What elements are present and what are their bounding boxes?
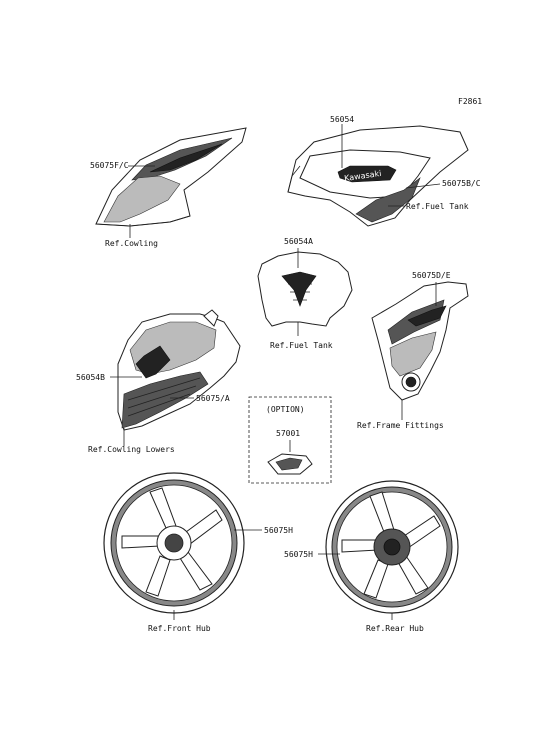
tool-57001	[267, 453, 313, 475]
label-ref-frame-fittings: Ref.Frame Fittings	[357, 421, 444, 430]
leader-56075bc	[405, 183, 441, 189]
option-box	[248, 396, 332, 484]
label-56075fc: 56075F/C	[90, 161, 129, 170]
label-56075a: 56075/A	[196, 394, 230, 403]
frame-cover	[371, 281, 469, 401]
fuel-tank-cover: Kawasaki	[287, 125, 469, 227]
label-57001: 57001	[276, 429, 300, 438]
figure-code: F2861	[458, 97, 482, 106]
label-ref-fuel-tank-1: Ref.Fuel Tank	[406, 202, 469, 211]
label-ref-cowling-lowers: Ref.Cowling Lowers	[88, 445, 175, 454]
label-56054b: 56054B	[76, 373, 105, 382]
front-wheel	[103, 472, 245, 614]
label-56075h-front: 56075H	[264, 526, 293, 535]
label-56075de: 56075D/E	[412, 271, 451, 280]
label-ref-fuel-tank-2: Ref.Fuel Tank	[270, 341, 333, 350]
label-ref-cowling: Ref.Cowling	[105, 239, 158, 248]
cowling-lower	[117, 309, 241, 431]
label-option: (OPTION)	[266, 405, 305, 414]
label-ref-rear-hub: Ref.Rear Hub	[366, 624, 424, 633]
label-56075bc: 56075B/C	[442, 179, 481, 188]
rear-wheel	[325, 480, 459, 614]
upper-cowl-decal	[95, 127, 247, 227]
tank-pad	[257, 251, 353, 327]
label-56054a: 56054A	[284, 237, 313, 246]
label-56075h-rear: 56075H	[284, 550, 313, 559]
label-56054: 56054	[330, 115, 354, 124]
label-ref-front-hub: Ref.Front Hub	[148, 624, 211, 633]
